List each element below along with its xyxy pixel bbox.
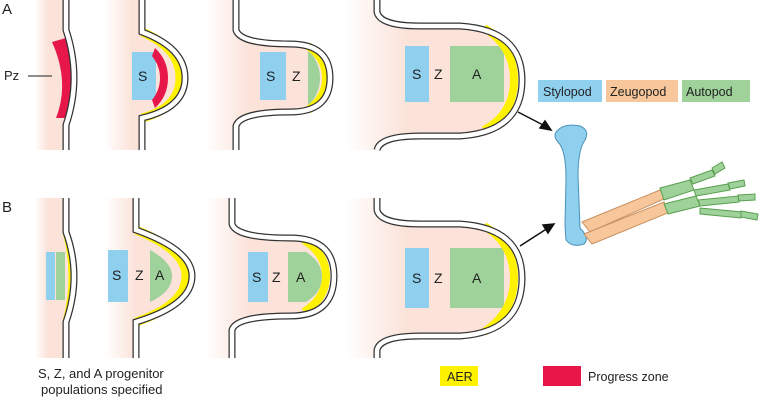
stylopod-box-b2 bbox=[108, 250, 128, 302]
legend-progress-zone-label: Progress zone bbox=[588, 370, 669, 384]
letter-s-a2: S bbox=[138, 68, 147, 84]
letter-s-b3: S bbox=[252, 269, 261, 285]
letter-z-a4: Z bbox=[434, 66, 443, 82]
legend-zeugopod-swatch bbox=[606, 80, 678, 102]
bottom-note-line2: populations specified bbox=[41, 382, 162, 397]
legend-aer-swatch bbox=[440, 366, 478, 386]
autopod-box-a4 bbox=[450, 46, 504, 102]
limb-skeleton-illustration bbox=[554, 124, 759, 246]
stylopod-box-b3 bbox=[248, 252, 268, 302]
letter-z-a3: Z bbox=[292, 68, 301, 84]
limb-bud-a3: S Z bbox=[205, 0, 334, 150]
autopod-box-b3 bbox=[288, 252, 322, 302]
segment-legend: Stylopod Zeugopod Autopod bbox=[538, 80, 750, 102]
legend-stylopod-label: Stylopod bbox=[543, 85, 592, 99]
limb-bud-a4: S Z A bbox=[345, 0, 526, 152]
legend-stylopod-swatch bbox=[538, 80, 602, 102]
legend-autopod-swatch bbox=[682, 80, 750, 102]
letter-s-b4: S bbox=[412, 270, 421, 286]
autopod-box-b1 bbox=[56, 252, 65, 300]
autopod-box-a3 bbox=[308, 50, 320, 106]
letter-s-b2: S bbox=[112, 267, 121, 283]
letter-z-b4: Z bbox=[434, 270, 443, 286]
letter-a-b4: A bbox=[472, 270, 482, 286]
letter-s-a4: S bbox=[412, 66, 421, 82]
bottom-legend: AER Progress zone bbox=[440, 366, 669, 386]
letter-z-b3: Z bbox=[272, 269, 281, 285]
legend-zeugopod-label: Zeugopod bbox=[610, 85, 666, 99]
legend-aer-label: AER bbox=[447, 370, 473, 384]
stylopod-box-a4 bbox=[405, 46, 429, 102]
arrow-head-top bbox=[538, 119, 553, 132]
autopod-box-b4 bbox=[450, 248, 504, 308]
arrows bbox=[517, 111, 556, 247]
stylopod-box-a3 bbox=[260, 52, 286, 100]
letter-a-b2: A bbox=[155, 267, 165, 283]
stylopod-box-b1 bbox=[46, 252, 55, 300]
legend-autopod-label: Autopod bbox=[686, 85, 733, 99]
row-b-label: B bbox=[2, 199, 12, 216]
progress-zone-a1 bbox=[52, 38, 74, 118]
letter-a-b3: A bbox=[296, 269, 306, 285]
bottom-note-line1: S, Z, and A progenitor bbox=[38, 366, 164, 381]
progress-zone-a2 bbox=[152, 48, 168, 108]
row-a-label: A bbox=[2, 1, 12, 18]
limb-bud-b4: S Z A bbox=[345, 198, 526, 358]
autopod-box-b2 bbox=[150, 250, 172, 302]
limb-bud-b2: S Z A bbox=[105, 198, 196, 358]
stylopod-box-b4 bbox=[405, 248, 429, 308]
limb-bud-a1: Pz bbox=[4, 0, 78, 150]
limb-bud-a2: S bbox=[105, 0, 189, 150]
pz-label: Pz bbox=[4, 68, 19, 83]
letter-z-b2: Z bbox=[135, 267, 144, 283]
aer-b3 bbox=[301, 236, 331, 316]
limb-bud-b3: S Z A bbox=[205, 198, 338, 358]
legend-progress-zone-swatch bbox=[543, 366, 581, 386]
limb-bud-b1 bbox=[35, 198, 78, 358]
stylopod-box-a2 bbox=[132, 52, 156, 100]
arrow-head-bottom bbox=[541, 223, 556, 235]
letter-s-a3: S bbox=[266, 68, 275, 84]
letter-a-a4: A bbox=[472, 66, 482, 82]
